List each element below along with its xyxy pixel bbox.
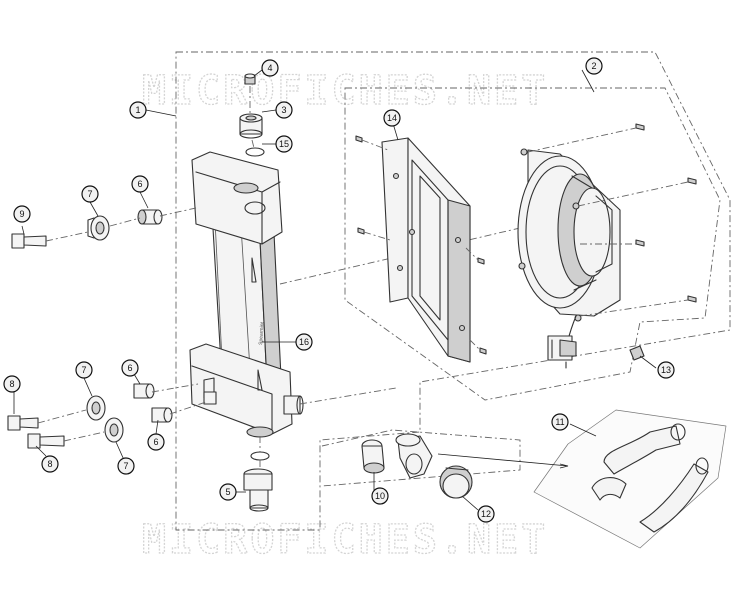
svg-text:8: 8: [47, 459, 52, 469]
svg-text:14: 14: [387, 113, 397, 123]
svg-text:10: 10: [375, 491, 385, 501]
callout-7-upper: 7: [81, 185, 99, 203]
fan-shroud: [381, 137, 471, 363]
svg-text:7: 7: [81, 365, 86, 375]
svg-text:7: 7: [87, 189, 92, 199]
bleed-screw: [244, 73, 256, 85]
grommet-lower-1: [86, 395, 106, 421]
spacer-upper: [137, 209, 163, 225]
svg-text:3: 3: [281, 105, 286, 115]
svg-text:15: 15: [279, 139, 289, 149]
callout-3: 3: [275, 101, 293, 119]
watermark-top: MICROFICHES.NET: [142, 68, 548, 114]
callout-6-lower-2: 6: [147, 433, 165, 451]
svg-text:8: 8: [9, 379, 14, 389]
svg-text:6: 6: [127, 363, 132, 373]
callout-5: 5: [219, 483, 237, 501]
assembly-boundary-outline: [175, 51, 731, 531]
callout-6-lower-1: 6: [121, 359, 139, 377]
callout-6-upper: 6: [131, 175, 149, 193]
callout-14: 14: [383, 109, 401, 127]
o-ring-bottom: [250, 451, 270, 461]
callout-13: 13: [657, 361, 675, 379]
svg-text:13: 13: [661, 365, 671, 375]
grommet-lower-2: [104, 417, 124, 443]
fan-group-boundary-outline: [344, 87, 721, 401]
grommet-upper: [87, 215, 110, 241]
o-ring-top: [245, 147, 265, 157]
callout-10: 10: [371, 487, 389, 505]
svg-text:5: 5: [225, 487, 230, 497]
callout-12: 12: [477, 505, 495, 523]
svg-text:6: 6: [137, 179, 142, 189]
radiator: Spearmint: [189, 151, 304, 438]
svg-text:2: 2: [591, 61, 596, 71]
svg-text:6: 6: [153, 437, 158, 447]
callout-1: 1: [129, 101, 147, 119]
bolt-lower-left-2: [27, 433, 65, 449]
radiator-brand-label: Spearmint: [258, 321, 266, 345]
spacer-lower-1: [133, 383, 155, 399]
bolt-upper-left: [11, 233, 47, 249]
shroud-screws: [355, 135, 487, 355]
svg-text:12: 12: [481, 509, 491, 519]
hose-kit-bag: [533, 409, 727, 549]
leader-lines: [13, 69, 657, 511]
callout-9: 9: [13, 205, 31, 223]
spacer-lower-2: [151, 407, 173, 423]
callout-8-upper: 8: [3, 375, 21, 393]
callout-2: 2: [585, 57, 603, 75]
svg-text:1: 1: [135, 105, 140, 115]
fan-screws: [527, 123, 697, 317]
svg-text:11: 11: [555, 417, 564, 427]
hose-cap: [361, 439, 385, 474]
svg-text:16: 16: [299, 337, 309, 347]
bolt-lower-left-1: [7, 415, 39, 431]
drain-fitting: [243, 468, 273, 512]
cooling-fan: [517, 148, 621, 369]
hose-elbow: [395, 433, 433, 479]
svg-text:9: 9: [19, 209, 24, 219]
callout-7-lower-1: 7: [75, 361, 93, 379]
callout-15: 15: [275, 135, 293, 153]
callout-7-lower-2: 7: [117, 457, 135, 475]
svg-text:4: 4: [267, 63, 272, 73]
callout-11: 11: [551, 413, 569, 431]
hose-clamp: [439, 465, 473, 499]
watermark-bottom: MICROFICHES.NET: [142, 517, 548, 563]
filler-cap: [239, 113, 263, 139]
callout-16: 16: [295, 333, 313, 351]
svg-text:7: 7: [123, 461, 128, 471]
callout-4: 4: [261, 59, 279, 77]
callout-8-lower: 8: [41, 455, 59, 473]
